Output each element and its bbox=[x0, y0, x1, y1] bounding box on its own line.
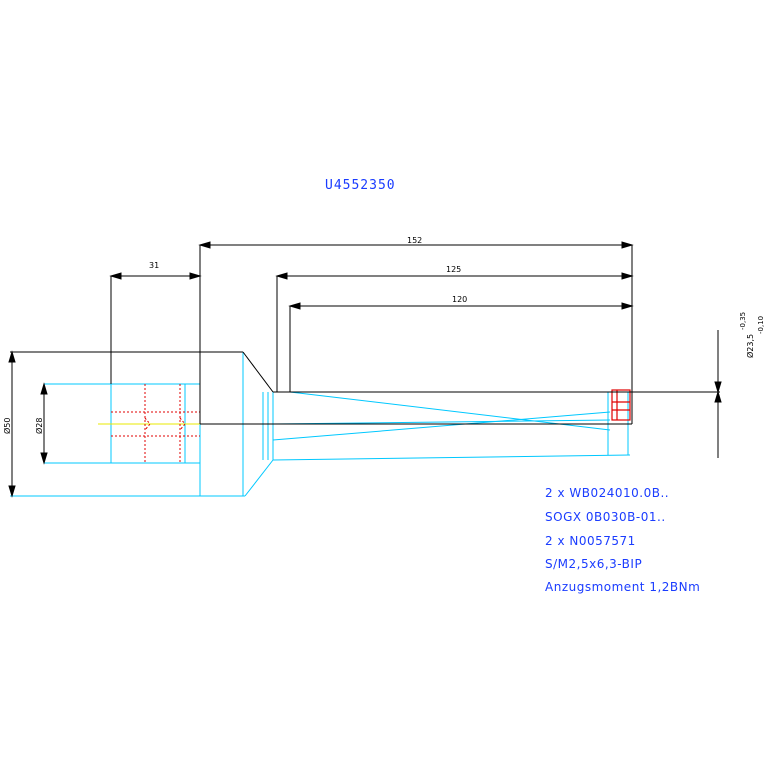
dim-dia23-5: Ø23,5 bbox=[745, 334, 755, 358]
drawing-number: U4552350 bbox=[325, 178, 396, 193]
note-line: 2 x WB024010.0B.. bbox=[545, 486, 669, 500]
dimension-lines bbox=[8, 241, 722, 498]
note-line: S/M2,5x6,3-BIP bbox=[545, 557, 642, 571]
note-line: 2 x N0057571 bbox=[545, 534, 636, 548]
dim-tolerance-upper: -0,35 bbox=[739, 312, 747, 330]
cutting-insert bbox=[611, 389, 631, 421]
dim-dia28: Ø28 bbox=[34, 418, 44, 434]
dim-tolerance-lower: -0,10 bbox=[757, 316, 765, 334]
dim-120: 120 bbox=[452, 295, 467, 304]
tool-outline bbox=[10, 245, 720, 458]
insert-detail bbox=[111, 384, 200, 463]
notes-block: 2 x WB024010.0B.. SOGX 0B030B-01.. 2 x N… bbox=[545, 486, 700, 594]
dim-152: 152 bbox=[407, 236, 422, 245]
note-line: Anzugsmoment 1,2BNm bbox=[545, 580, 700, 594]
dim-31: 31 bbox=[149, 261, 159, 270]
note-line: SOGX 0B030B-01.. bbox=[545, 510, 666, 524]
dim-125: 125 bbox=[446, 265, 461, 274]
dim-dia50: Ø50 bbox=[2, 418, 12, 434]
